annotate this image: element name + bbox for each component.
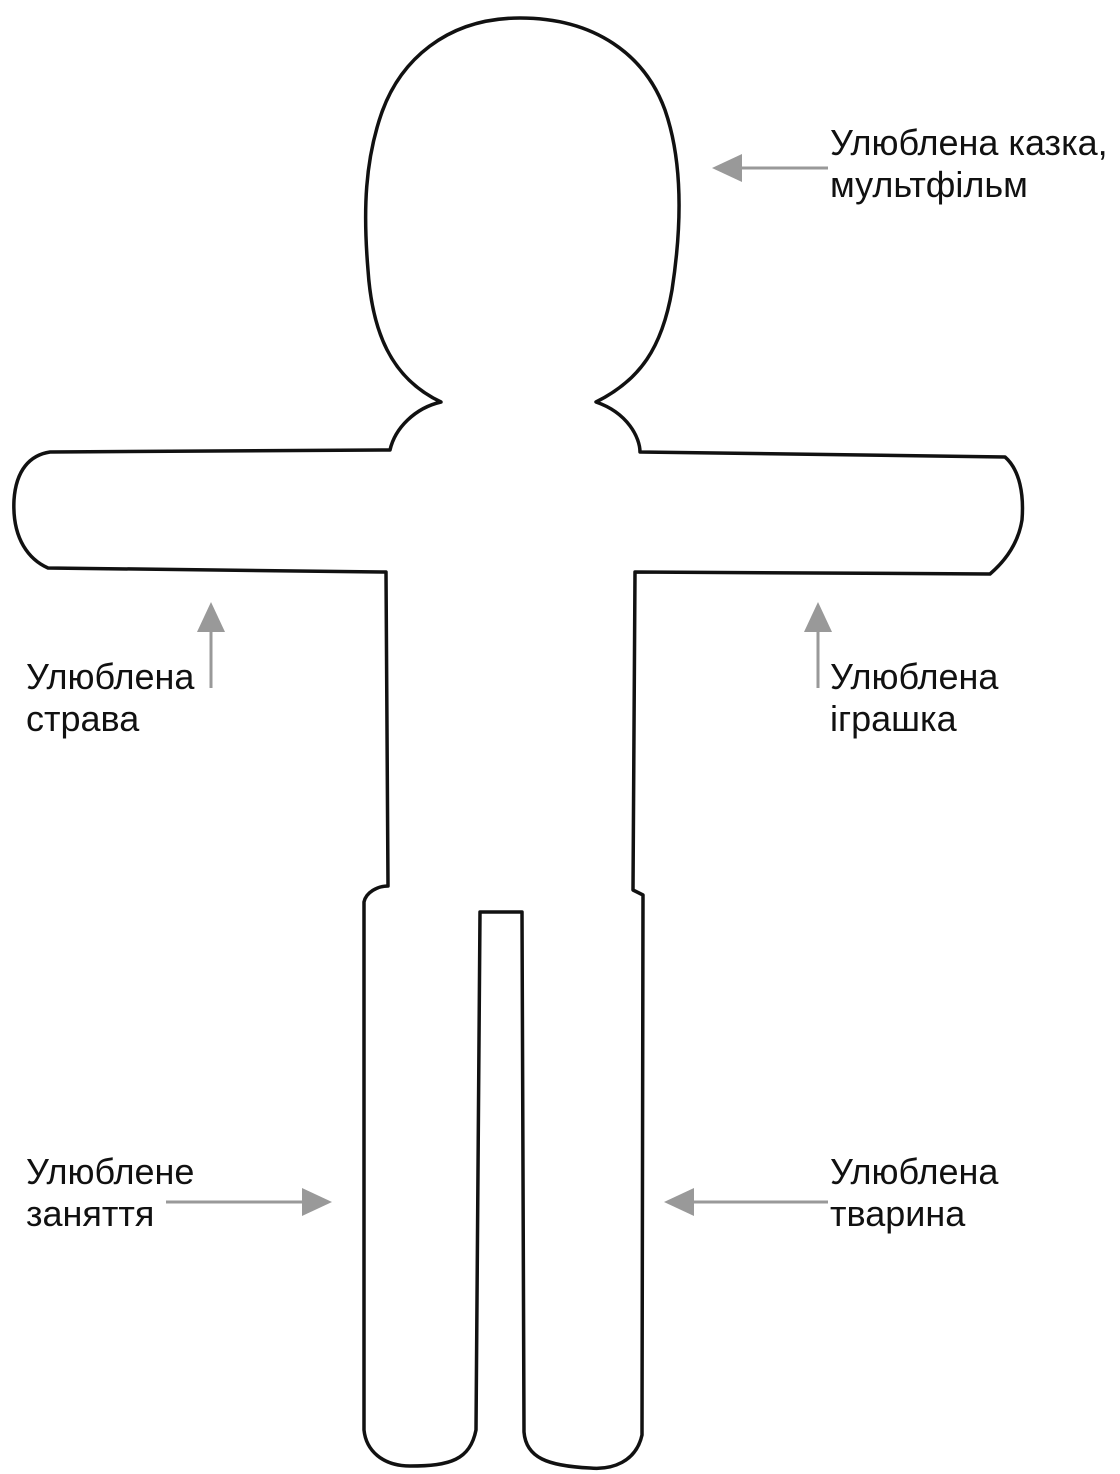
arrow-head xyxy=(712,154,828,182)
label-favorite-animal: Улюблена тварина xyxy=(830,1151,998,1235)
label-favorite-dish: Улюблена страва xyxy=(26,656,194,740)
label-right-leg-line1: Улюблена xyxy=(830,1151,998,1193)
label-favorite-toy: Улюблена іграшка xyxy=(830,656,998,740)
label-left-leg-line2: заняття xyxy=(26,1193,194,1235)
label-favorite-fairytale: Улюблена казка, мультфільм xyxy=(830,122,1108,206)
arrow-right-arm xyxy=(804,602,832,688)
label-right-arm-line2: іграшка xyxy=(830,698,998,740)
label-right-leg-line2: тварина xyxy=(830,1193,998,1235)
arrow-left-arm xyxy=(197,602,225,688)
person-outline xyxy=(14,18,1023,1468)
label-left-arm-line1: Улюблена xyxy=(26,656,194,698)
label-left-leg-line1: Улюблене xyxy=(26,1151,194,1193)
label-left-arm-line2: страва xyxy=(26,698,194,740)
label-head-line2: мультфільм xyxy=(830,164,1108,206)
arrow-right-leg xyxy=(664,1188,828,1216)
label-head-line1: Улюблена казка, xyxy=(830,122,1108,164)
label-favorite-activity: Улюблене заняття xyxy=(26,1151,194,1235)
label-right-arm-line1: Улюблена xyxy=(830,656,998,698)
